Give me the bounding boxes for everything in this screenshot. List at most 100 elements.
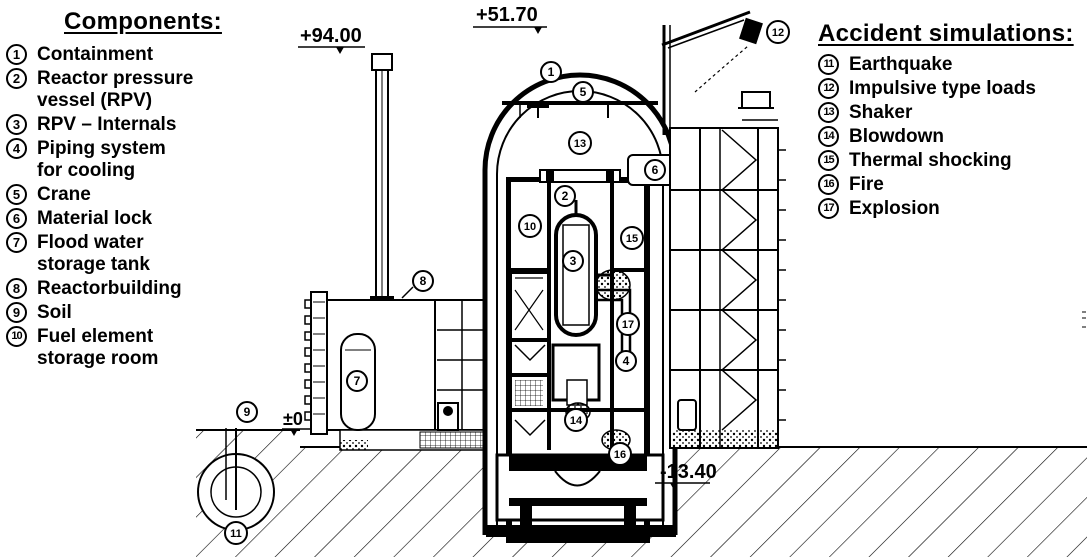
legend-item: 2 Reactor pressure vessel (RPV) — [6, 68, 246, 112]
legend-number: 8 — [6, 278, 27, 299]
legend-number: 17 — [818, 198, 839, 219]
legend-text: Piping system for cooling — [37, 138, 166, 181]
svg-text:12: 12 — [772, 27, 784, 39]
legend-item: 10 Fuel element storage room — [6, 326, 246, 370]
edge-marks — [1082, 311, 1086, 328]
marker-7: 7 — [346, 370, 368, 392]
svg-text:16: 16 — [614, 449, 626, 461]
svg-text:6: 6 — [652, 163, 659, 177]
svg-text:11: 11 — [230, 528, 242, 540]
legend-item: 8 Reactorbuilding — [6, 278, 246, 300]
marker-4: 4 — [615, 350, 637, 372]
legend-item: 9 Soil — [6, 302, 246, 324]
accident-title: Accident simulations: — [818, 20, 1074, 47]
legend-item: 1 Containment — [6, 44, 246, 66]
marker-11: 11 — [224, 521, 248, 545]
marker-14: 14 — [564, 408, 588, 432]
auxiliary-wall — [304, 291, 328, 435]
components-title: Components: — [64, 8, 222, 35]
marker-13: 13 — [568, 131, 592, 155]
legend-text: Explosion — [849, 198, 940, 219]
marker-3: 3 — [562, 250, 584, 272]
legend-text: Containment — [37, 44, 154, 65]
legend-number: 2 — [6, 68, 27, 89]
diagram-markers: 1 5 13 2 6 10 15 3 17 4 14 16 8 7 9 11 1… — [224, 20, 790, 545]
marker-17: 17 — [616, 312, 640, 336]
marker-6: 6 — [644, 159, 666, 181]
legend-text: Impulsive type loads — [849, 78, 1036, 99]
legend-number: 7 — [6, 232, 27, 253]
legend-item: 12 Impulsive type loads — [818, 78, 1086, 100]
legend-text: Fire — [849, 174, 884, 195]
elevation-ground: ±0 — [283, 409, 303, 429]
components-list: 1 Containment 2 Reactor pressure vessel (RP… — [6, 44, 246, 370]
elevation-top-dome: +51.70 — [476, 4, 538, 26]
svg-text:7: 7 — [354, 374, 361, 388]
svg-text:8: 8 — [420, 274, 427, 288]
legend-number: 5 — [6, 184, 27, 205]
legend-item: 5 Crane — [6, 184, 246, 206]
legend-item: 15 Thermal shocking — [818, 150, 1086, 172]
legend-number: 9 — [6, 302, 27, 323]
svg-text:4: 4 — [623, 354, 630, 368]
legend-number: 11 — [818, 54, 839, 75]
legend-item: 6 Material lock — [6, 208, 246, 230]
svg-text:2: 2 — [562, 189, 569, 203]
elevation-markers — [282, 26, 710, 490]
legend-text: Reactorbuilding — [37, 278, 182, 299]
accident-legend: Accident simulations: 11 Earthquake 12 Impu… — [818, 20, 1086, 220]
legend-text: Fuel element storage room — [37, 326, 159, 369]
marker-10: 10 — [518, 214, 542, 238]
svg-text:1: 1 — [548, 65, 555, 79]
legend-number: 10 — [6, 326, 27, 347]
marker-15: 15 — [620, 226, 644, 250]
legend-text: Crane — [37, 184, 91, 205]
legend-number: 16 — [818, 174, 839, 195]
elevation-bottom: -13.40 — [660, 461, 717, 483]
svg-text:10: 10 — [524, 221, 536, 233]
marker-8: 8 — [412, 270, 434, 292]
legend-item: 16 Fire — [818, 174, 1086, 196]
svg-text:9: 9 — [244, 405, 251, 419]
marker-5: 5 — [572, 81, 594, 103]
legend-text: Shaker — [849, 102, 913, 123]
svg-text:17: 17 — [622, 319, 634, 331]
stack — [370, 53, 394, 304]
legend-text: Material lock — [37, 208, 153, 229]
marker-2: 2 — [554, 185, 576, 207]
elevation-top-stack: +94.00 — [300, 25, 362, 47]
legend-item: 13 Shaker — [818, 102, 1086, 124]
legend-item: 17 Explosion — [818, 198, 1086, 220]
legend-text: Soil — [37, 302, 72, 323]
svg-text:3: 3 — [570, 254, 577, 268]
legend-number: 14 — [818, 126, 839, 147]
svg-text:15: 15 — [626, 233, 638, 245]
soil-probe — [197, 428, 275, 531]
soil — [196, 429, 1087, 557]
legend-text: Thermal shocking — [849, 150, 1012, 171]
legend-number: 12 — [818, 78, 839, 99]
test-tower — [661, 10, 786, 449]
legend-number: 15 — [818, 150, 839, 171]
biological-shield — [486, 154, 687, 543]
elevation-labels: +94.00 +51.70 ±0 -13.40 — [283, 4, 717, 483]
legend-number: 3 — [6, 114, 27, 135]
legend-number: 13 — [818, 102, 839, 123]
components-legend: Components: 1 Containment 2 Reactor pressur… — [6, 8, 246, 370]
legend-text: Blowdown — [849, 126, 944, 147]
legend-item: 14 Blowdown — [818, 126, 1086, 148]
legend-text: Reactor pressure vessel (RPV) — [37, 68, 194, 111]
marker-12: 12 — [766, 20, 790, 44]
marker-1: 1 — [540, 61, 562, 83]
svg-text:13: 13 — [574, 138, 586, 150]
marker-9: 9 — [236, 401, 258, 423]
legend-number: 1 — [6, 44, 27, 65]
accident-list: 11 Earthquake 12 Impulsive type loads 13 Shak… — [818, 54, 1086, 220]
svg-text:5: 5 — [580, 85, 587, 99]
legend-number: 6 — [6, 208, 27, 229]
legend-text: Earthquake — [849, 54, 953, 75]
legend-item: 11 Earthquake — [818, 54, 1086, 76]
svg-text:14: 14 — [570, 415, 583, 427]
